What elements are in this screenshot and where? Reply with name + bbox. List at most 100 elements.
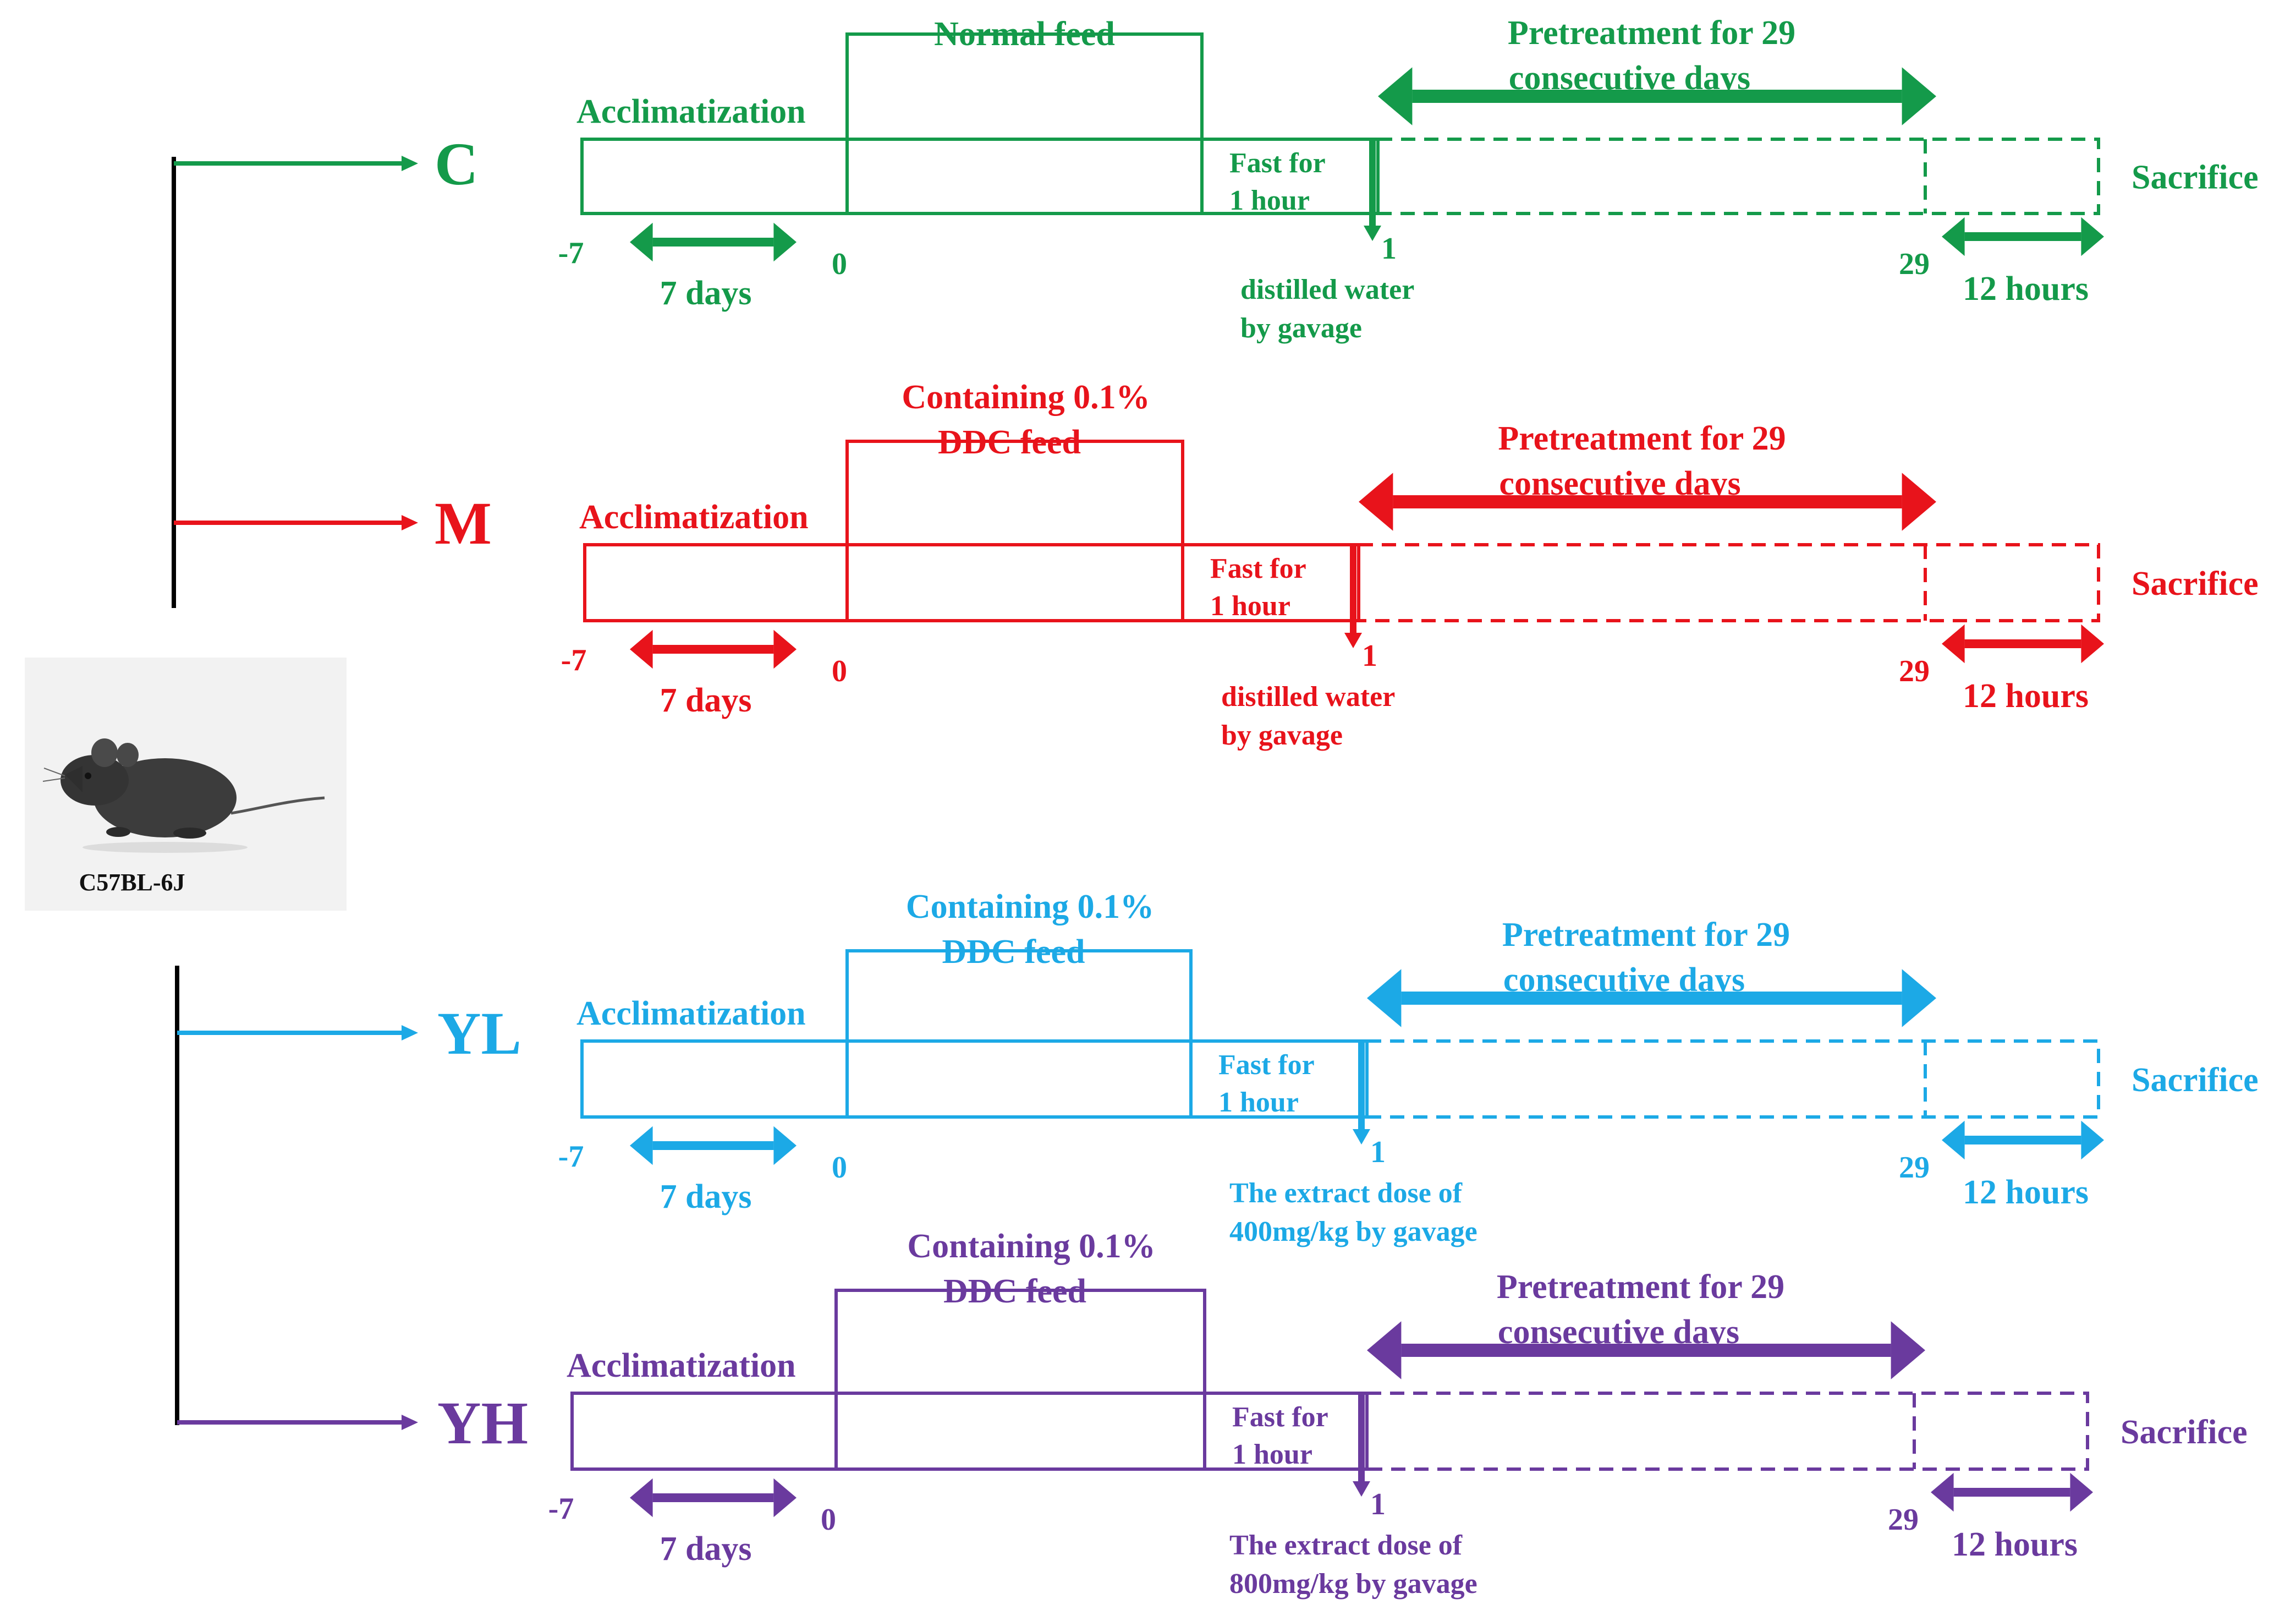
group-label: C xyxy=(435,130,478,198)
branch-arrowhead xyxy=(402,156,418,171)
tick-one: 1 xyxy=(1381,232,1397,266)
pretreatment-arrow xyxy=(1378,67,1936,125)
gavage-label-line-1: The extract dose of xyxy=(1229,1178,1463,1209)
tick-zero: 0 xyxy=(832,654,847,688)
tick-one: 1 xyxy=(1370,1135,1386,1169)
specimen-label: C57BL-6J xyxy=(79,869,185,896)
treatment-box xyxy=(1365,1392,2089,1471)
final-span-arrow xyxy=(1942,1120,2104,1160)
acclimatization-feed-box xyxy=(583,543,1360,622)
pretreatment-label-line-1: Pretreatment for 29 xyxy=(1497,1268,1784,1306)
branch-arrowhead xyxy=(402,515,418,530)
pretreatment-label-line-2: consecutive days xyxy=(1498,1313,1739,1351)
group-label: M xyxy=(435,490,492,557)
final-span-arrow xyxy=(1931,1472,2093,1512)
pretreatment-label-line-2: consecutive days xyxy=(1499,465,1740,502)
fast-label-line-2: 1 hour xyxy=(1229,185,1310,216)
gavage-label-line-2: 400mg/kg by gavage xyxy=(1229,1216,1477,1247)
feed-bracket xyxy=(845,949,1193,1117)
feed-bracket xyxy=(845,32,1204,213)
acclimatization-span-label: 7 days xyxy=(660,1530,751,1568)
feed-bracket xyxy=(845,440,1184,621)
tick-29: 29 xyxy=(1899,654,1930,688)
tick-29: 29 xyxy=(1899,1151,1930,1185)
pretreatment-label-line-2: consecutive days xyxy=(1509,59,1750,97)
group-m: M Acclimatization Containing 0.1% DDC feedF… xyxy=(174,379,2259,751)
tick-minus-7: -7 xyxy=(548,1492,574,1526)
acclimatization-span-label: 7 days xyxy=(660,275,751,312)
tick-minus-7: -7 xyxy=(558,1140,584,1174)
group-label: YH xyxy=(437,1389,528,1456)
tick-29: 29 xyxy=(1899,247,1930,281)
group-yh: YH Acclimatization Containing 0.1% DDC feed… xyxy=(177,1228,2248,1600)
pretreatment-arrow xyxy=(1359,473,1936,531)
group-label: YL xyxy=(437,1000,521,1067)
final-span-label: 12 hours xyxy=(1963,270,2089,308)
final-span-label: 12 hours xyxy=(1952,1526,2078,1563)
sacrifice-label: Sacrifice xyxy=(2121,1414,2248,1451)
mouse-icon xyxy=(42,738,325,853)
gavage-arrowhead xyxy=(1344,633,1362,648)
sacrifice-label: Sacrifice xyxy=(2132,565,2259,603)
acclimatization-span-arrow xyxy=(630,1478,797,1518)
treatment-box xyxy=(1376,138,2100,215)
acclimatization-span-label: 7 days xyxy=(660,1178,751,1215)
fast-label-line-2: 1 hour xyxy=(1232,1439,1312,1470)
final-span-arrow xyxy=(1942,624,2104,664)
sacrifice-label: Sacrifice xyxy=(2132,1061,2259,1099)
branch-arrowhead xyxy=(402,1415,418,1430)
fast-label-line-1: Fast for xyxy=(1229,147,1326,179)
pretreatment-label-line-1: Pretreatment for 29 xyxy=(1502,916,1790,954)
feed-label-line-2: DDC feed xyxy=(943,1273,1086,1310)
feed-label-line-1: Containing 0.1% xyxy=(907,1228,1155,1265)
tick-29: 29 xyxy=(1888,1503,1919,1537)
sacrifice-label: Sacrifice xyxy=(2132,159,2259,196)
feed-label: Normal feed xyxy=(934,15,1115,53)
feed-label-line-2: DDC feed xyxy=(942,933,1085,971)
gavage-arrowhead xyxy=(1364,226,1381,241)
tick-one: 1 xyxy=(1370,1487,1386,1521)
acclimatization-span-arrow xyxy=(630,629,797,669)
final-span-label: 12 hours xyxy=(1963,677,2089,715)
fast-label-line-1: Fast for xyxy=(1218,1049,1315,1081)
acclimatization-label: Acclimatization xyxy=(567,1347,796,1384)
tick-zero: 0 xyxy=(832,247,847,281)
acclimatization-span-label: 7 days xyxy=(660,682,751,719)
branch-arrowhead xyxy=(402,1025,418,1041)
feed-bracket xyxy=(834,1289,1206,1469)
acclimatization-label: Acclimatization xyxy=(579,499,809,536)
gavage-label-line-2: 800mg/kg by gavage xyxy=(1229,1568,1477,1600)
gavage-label-line-1: distilled water xyxy=(1240,274,1414,305)
pretreatment-label-line-1: Pretreatment for 29 xyxy=(1508,14,1795,52)
treatment-box xyxy=(1357,543,2100,622)
gavage-label-line-2: by gavage xyxy=(1240,313,1362,344)
fast-label-line-1: Fast for xyxy=(1210,553,1306,584)
tick-zero: 0 xyxy=(821,1503,836,1537)
tick-minus-7: -7 xyxy=(561,643,587,677)
acclimatization-label: Acclimatization xyxy=(576,93,806,130)
treatment-box xyxy=(1365,1039,2100,1119)
pretreatment-arrow xyxy=(1367,1321,1925,1379)
gavage-arrowhead xyxy=(1353,1129,1370,1144)
acclimatization-label: Acclimatization xyxy=(576,995,806,1032)
pretreatment-label-line-1: Pretreatment for 29 xyxy=(1498,420,1786,457)
final-span-label: 12 hours xyxy=(1963,1174,2089,1211)
fast-label-line-2: 1 hour xyxy=(1218,1087,1299,1118)
acclimatization-span-arrow xyxy=(630,1126,797,1165)
gavage-label-line-1: The extract dose of xyxy=(1229,1530,1463,1561)
tick-minus-7: -7 xyxy=(558,236,584,270)
final-span-arrow xyxy=(1942,217,2104,256)
pretreatment-label-line-2: consecutive days xyxy=(1503,961,1745,999)
acclimatization-span-arrow xyxy=(630,222,797,262)
tick-zero: 0 xyxy=(832,1151,847,1185)
gavage-label-line-2: by gavage xyxy=(1221,720,1343,751)
gavage-arrowhead xyxy=(1353,1481,1370,1497)
pretreatment-arrow xyxy=(1367,969,1936,1027)
feed-label-line-1: Containing 0.1% xyxy=(902,379,1150,416)
tick-one: 1 xyxy=(1362,639,1377,673)
feed-label-line-2: DDC feed xyxy=(938,424,1081,461)
